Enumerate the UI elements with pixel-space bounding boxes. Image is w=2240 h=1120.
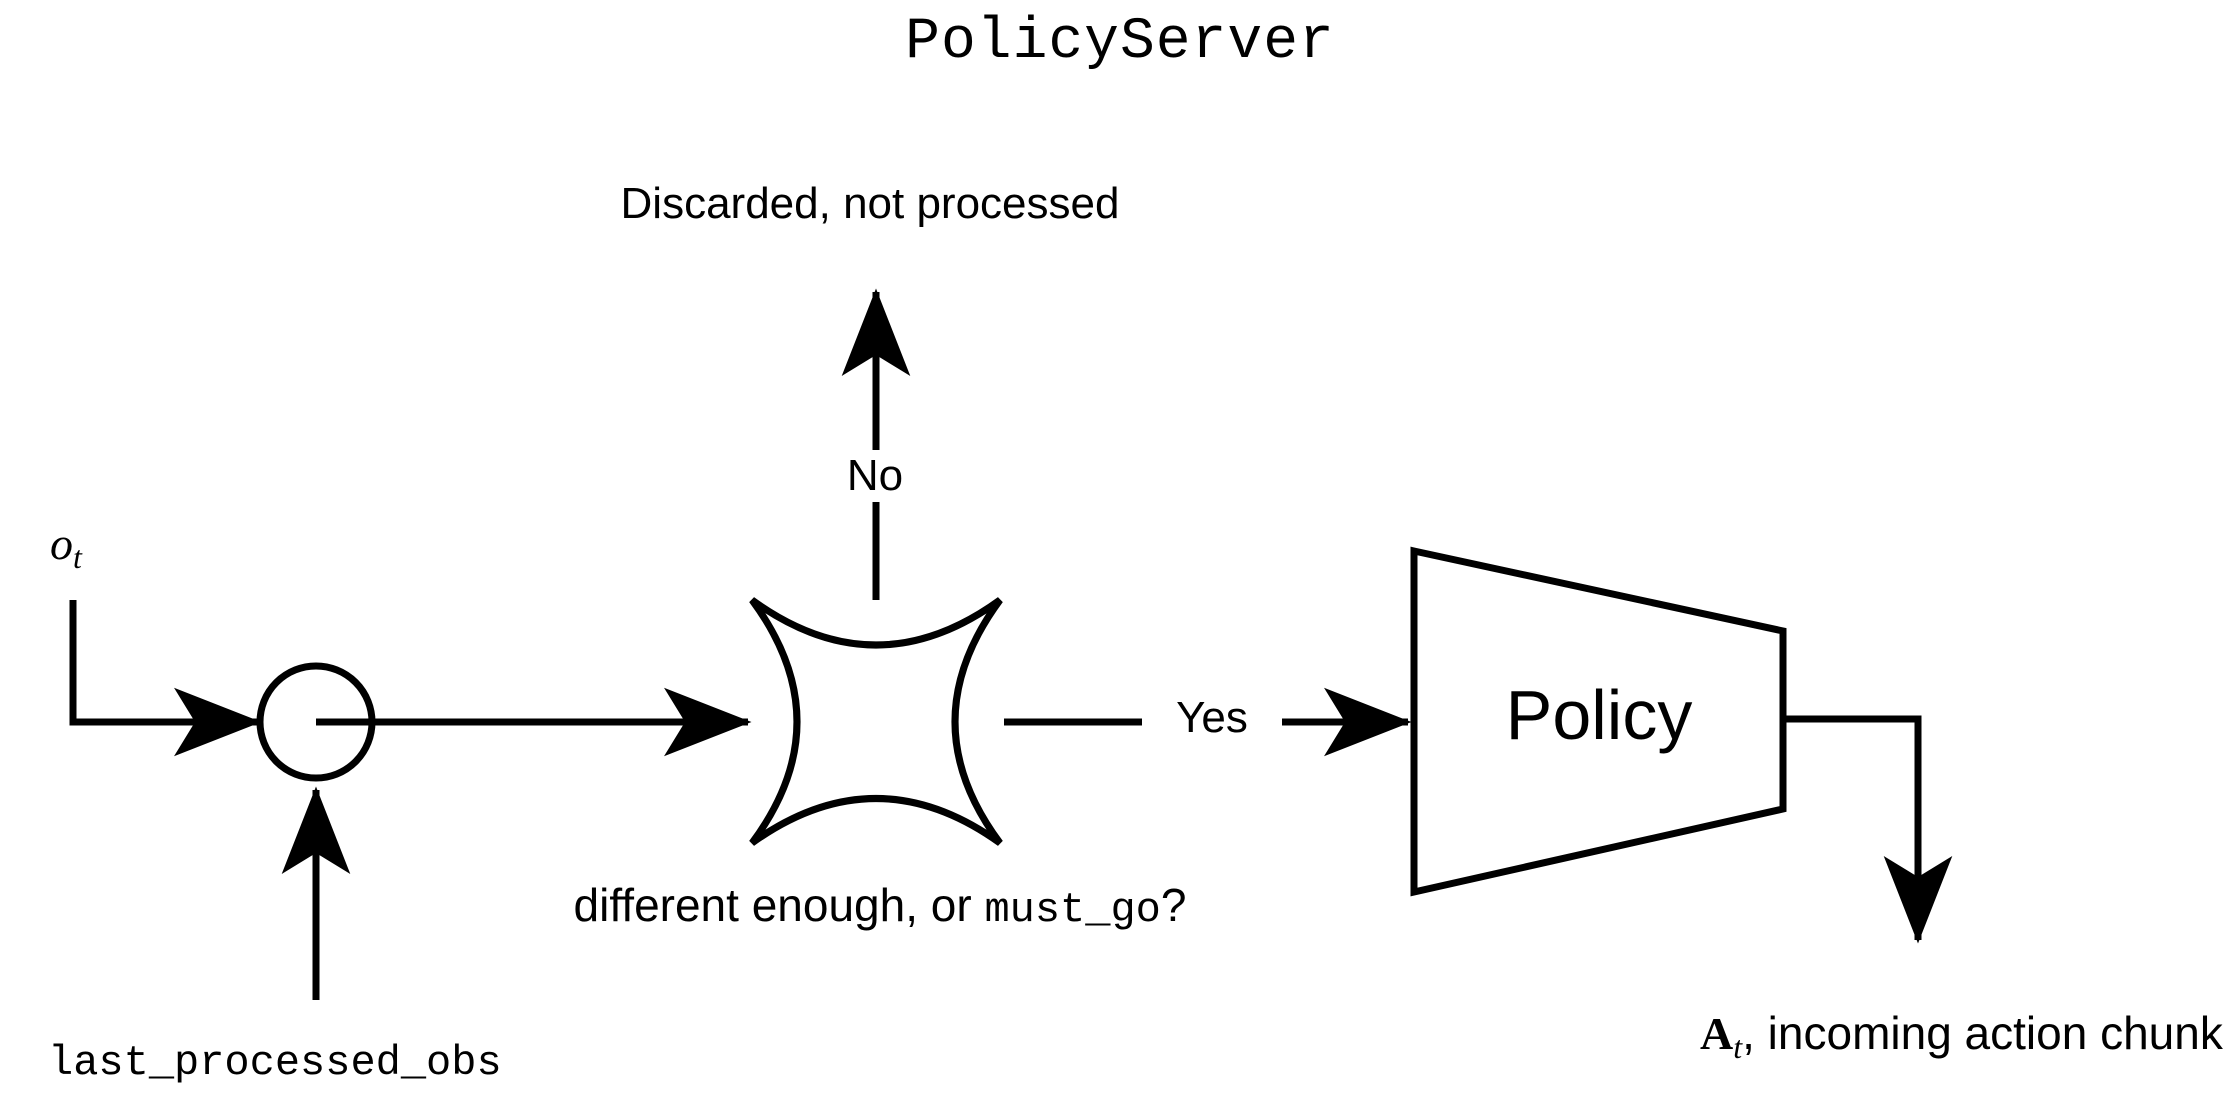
no-branch-label: No xyxy=(810,450,940,502)
observation-input-label: ot xyxy=(50,520,82,573)
action-chunk-label: At, incoming action chunk xyxy=(1700,1010,2223,1063)
last-processed-obs-label: last_processed_obs xyxy=(48,1039,502,1087)
decision-node-shape xyxy=(749,597,1003,846)
action-chunk-text: , incoming action chunk xyxy=(1742,1007,2223,1059)
action-chunk-symbol: A xyxy=(1700,1008,1734,1059)
discarded-note-label: Discarded, not processed xyxy=(620,179,1120,228)
observation-subscript: t xyxy=(73,538,82,575)
observation-symbol: o xyxy=(50,518,73,569)
decision-caption-code: must_go xyxy=(984,886,1161,934)
page-title: PolicyServer xyxy=(905,10,1335,75)
policy-block-label: Policy xyxy=(1505,676,1693,754)
action-chunk-output-edge xyxy=(1783,715,1953,944)
decision-node-caption: different enough, or must_go? xyxy=(440,882,1320,931)
policy-trapezoid-shape xyxy=(1410,546,1787,897)
action-chunk-subscript: t xyxy=(1733,1028,1743,1065)
yes-branch-label: Yes xyxy=(1142,694,1282,742)
decision-caption-prefix: different enough, or xyxy=(573,879,985,931)
decision-caption-suffix: ? xyxy=(1160,879,1187,931)
observation-input-edge xyxy=(69,600,262,757)
